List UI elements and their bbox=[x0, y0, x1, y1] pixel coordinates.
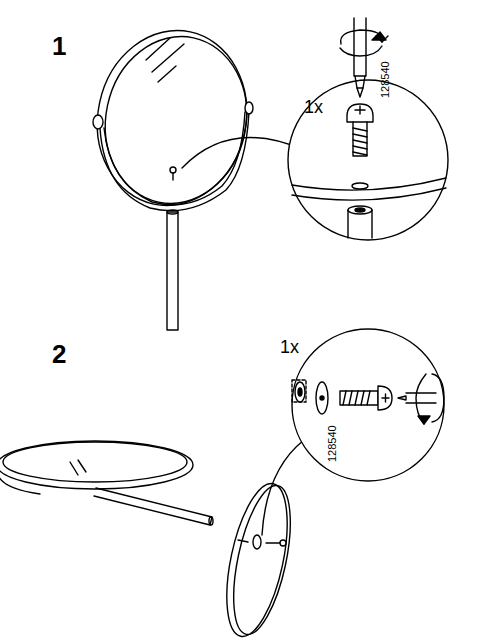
step-number: 2 bbox=[52, 340, 66, 369]
base-disc bbox=[215, 440, 304, 640]
part-number: 128540 bbox=[326, 425, 338, 462]
mirror-upright bbox=[81, 17, 304, 330]
callout-detail-2 bbox=[292, 329, 444, 481]
quantity-label: 1x bbox=[304, 98, 323, 118]
mirror-lying bbox=[0, 441, 213, 525]
part-number: 128540 bbox=[379, 61, 391, 98]
quantity-label: 1x bbox=[280, 338, 299, 358]
callout-detail-1 bbox=[288, 18, 448, 240]
step-number: 1 bbox=[52, 32, 66, 61]
